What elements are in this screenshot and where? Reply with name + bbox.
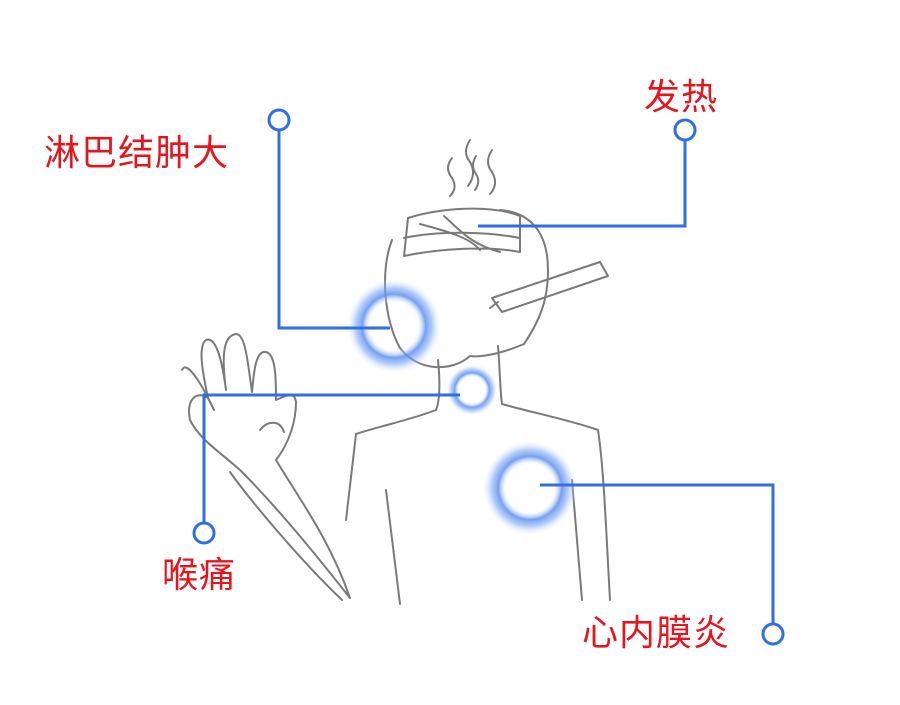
heart-glow (482, 440, 578, 536)
throat-glow (446, 364, 498, 416)
towel-on-head (403, 207, 521, 257)
sore-throat-leader-line (202, 393, 460, 523)
label-fever: 发热 (644, 77, 719, 118)
steam-lines (447, 139, 496, 197)
sore-throat-leader-endpoint (192, 521, 216, 545)
person-sketch (181, 139, 611, 605)
lymph-leader-endpoint (267, 108, 291, 132)
endocarditis-leader-endpoint (761, 622, 785, 646)
label-sore-throat: 喉痛 (162, 555, 237, 596)
thermometer (489, 261, 609, 313)
fever-leader-endpoint (673, 118, 697, 142)
label-lymph-node-swelling: 淋巴结肿大 (44, 133, 230, 174)
torso (345, 403, 611, 605)
fever-leader-line (478, 140, 687, 228)
label-endocarditis: 心内膜炎 (582, 613, 731, 654)
lymph-node-glow (346, 278, 442, 374)
raised-hand (181, 333, 351, 601)
lymph-leader-line (277, 130, 390, 330)
neck (435, 345, 503, 411)
leader-lines (192, 108, 785, 646)
endocarditis-leader-line (540, 483, 775, 624)
